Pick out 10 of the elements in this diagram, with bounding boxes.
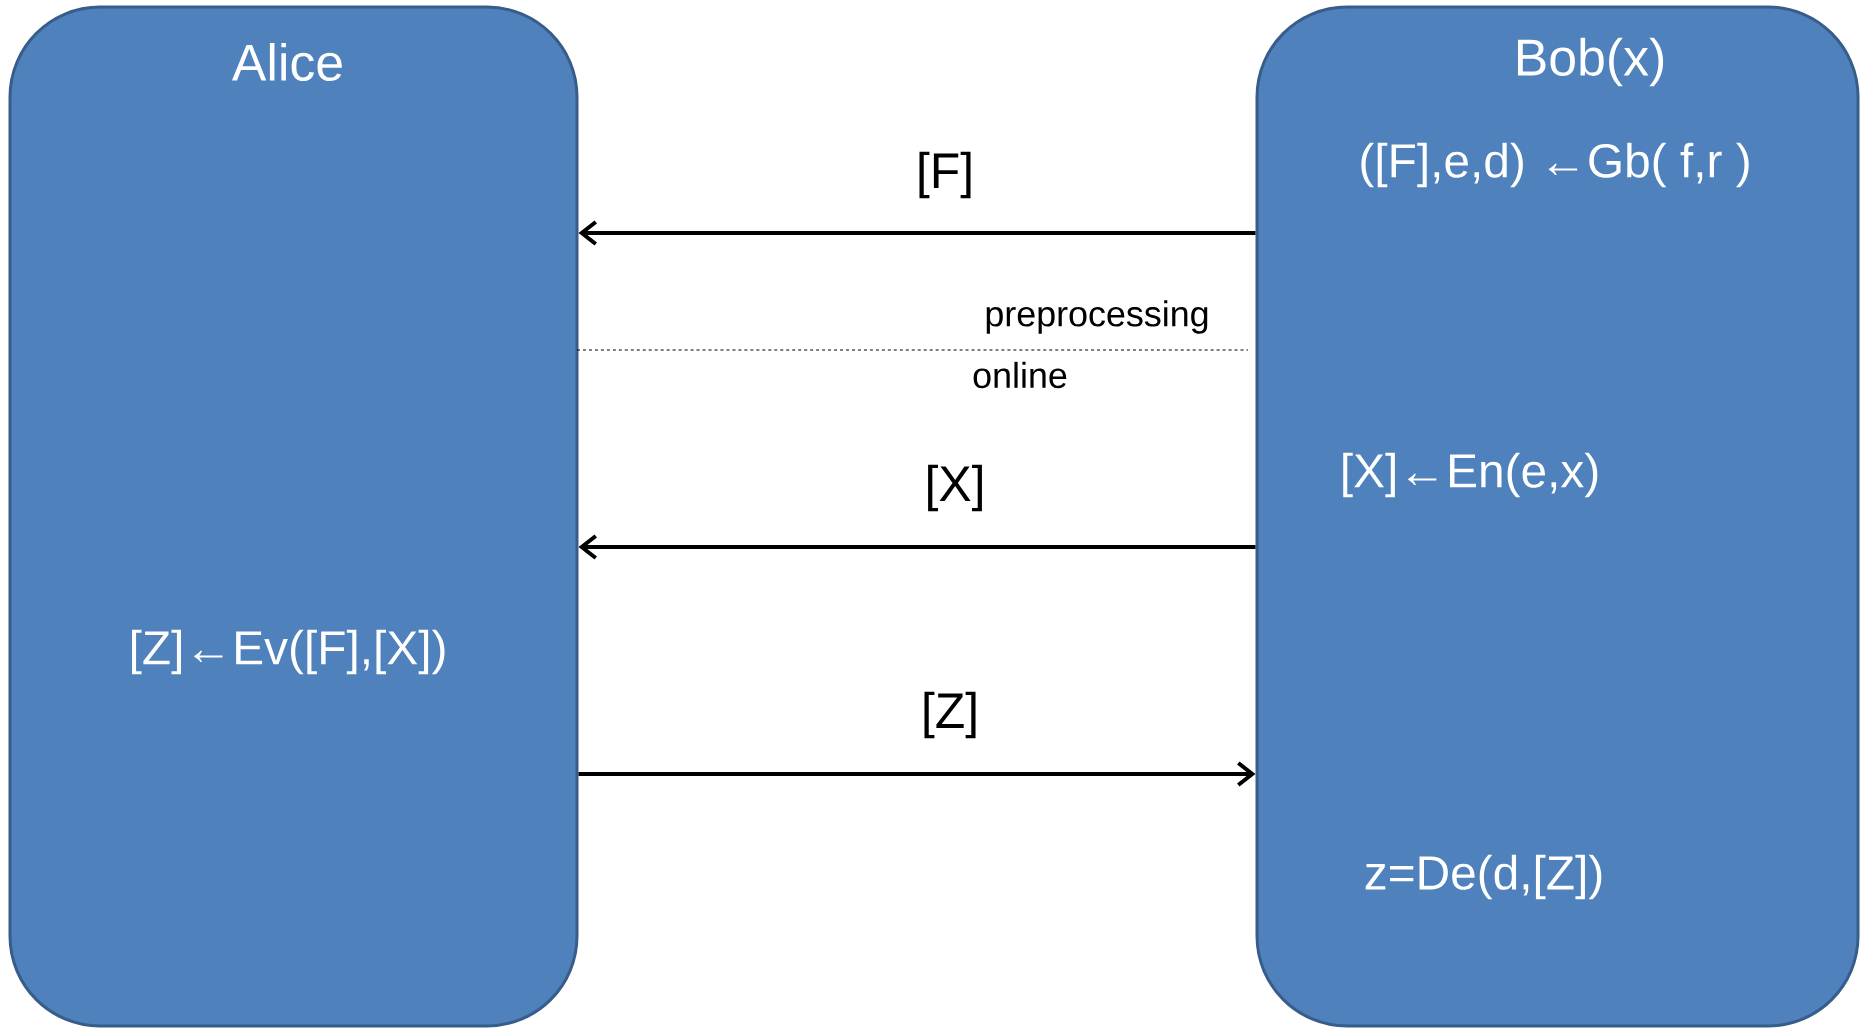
edge-label: [X] [928,464,982,512]
arrow [578,220,1256,246]
participant-box: Bob(x) ([F],e,d) ←Gb( f,r ) [X]←En(e,x) z=De(d,[Z]) [1255,5,1860,1028]
phase-label: online [973,361,1067,389]
arrow [578,534,1256,560]
edge-label: [Z] [924,691,976,739]
edge-label: [F] [919,151,971,199]
phase-label: preprocessing [986,300,1208,334]
arrow [578,761,1256,787]
participant-box: Alice [Z]←Ev([F],[X]) [8,5,579,1028]
